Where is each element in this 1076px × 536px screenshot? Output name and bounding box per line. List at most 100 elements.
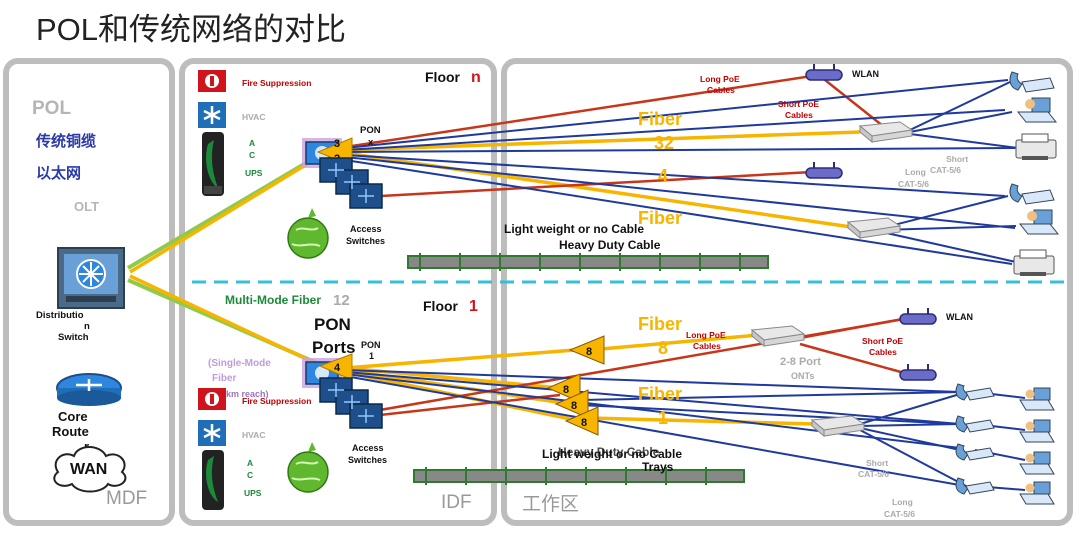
legend-pol: POL: [32, 98, 71, 119]
legend-ethernet: 以太网: [36, 164, 81, 182]
fire-suppression-icon-bottom: [198, 388, 226, 410]
ups-label-bottom: UPS: [244, 488, 262, 498]
desktop-pc-icon: [1018, 209, 1060, 235]
floor-n-links: [344, 74, 1019, 265]
hvac-label-bottom: HVAC: [242, 430, 265, 440]
floor-n-value: n: [471, 69, 481, 86]
long-poe-label-bottom-2: Cables: [693, 341, 721, 351]
fiber-value-4: 4: [658, 166, 668, 186]
end-devices-bottom: [955, 383, 1055, 505]
multimode-fiber-count: 12: [333, 292, 350, 309]
light-cable-label-top: Light weight or no Cable: [504, 222, 644, 236]
short-poe-label-bottom-2: Cables: [869, 347, 897, 357]
single-mode-label-3: km reach): [226, 389, 269, 399]
floor-n-label: Floor: [425, 69, 461, 85]
cable-tray-lower: [413, 467, 745, 485]
wan-cloud-icon: [53, 446, 127, 493]
green-globe-icon-top: [287, 208, 329, 259]
access-switches-top-label-1: Access: [350, 224, 382, 234]
long-cat-label-bottom-1: Long: [892, 497, 913, 507]
ip-phone-icon: [955, 383, 995, 401]
ups-label-top: UPS: [245, 168, 263, 178]
fiber-value-1: 1: [658, 408, 668, 428]
long-poe-label-top-2: Cables: [707, 85, 735, 95]
core-router-icon: [56, 373, 122, 406]
short-cat-label-top-1: Short: [946, 154, 968, 164]
hvac-label-top: HVAC: [242, 112, 265, 122]
floor-1-links: [344, 316, 1026, 491]
green-globe-icon-bottom: [287, 442, 329, 493]
dist-switch-label-1: Distributio: [36, 310, 84, 321]
ont-device-top-1: [858, 121, 914, 144]
heavy-cable-label-bottom: Heavy Duty Cable: [558, 445, 660, 459]
zone-label-mdf: MDF: [106, 488, 147, 509]
ups-icon-bottom: [202, 450, 224, 510]
fire-suppression-label-bottom: Fire Suppression: [242, 396, 311, 406]
fiber-value-32: 32: [654, 133, 674, 153]
splitter-label-3: 8: [571, 400, 577, 412]
hvac-icon-top: [198, 102, 226, 128]
desktop-pc-icon: [1019, 387, 1055, 411]
wlan-label-top: WLAN: [852, 69, 879, 79]
pon-1-label-1: PON: [361, 340, 381, 350]
distribution-switch-icon: [57, 247, 125, 309]
wan-label: WAN: [70, 461, 107, 478]
splitter-icons: [546, 335, 605, 436]
desktop-pc-icon: [1019, 481, 1055, 505]
desktop-pc-icon: [1019, 451, 1055, 475]
ont-device-top-2: [846, 217, 902, 240]
wlan-ap-icon-bottom-1: [899, 308, 937, 325]
pon-ports-label-2: Ports: [312, 338, 355, 357]
wlan-ap-icon-bottom-2: [899, 364, 937, 381]
fire-suppression-icon-top: [198, 70, 226, 92]
access-switches-top-icon: [319, 157, 383, 209]
port-3-label: 3: [334, 138, 340, 150]
floor-1-value: 1: [469, 298, 478, 315]
desktop-pc-icon: [1019, 419, 1055, 443]
wlan-label-bottom: WLAN: [946, 312, 973, 322]
short-cat-label-bottom-1: Short: [866, 458, 888, 468]
long-cat-label-bottom-2: CAT-5/6: [884, 509, 915, 519]
fiber-value-8: 8: [658, 338, 668, 358]
legend-olt: OLT: [74, 199, 99, 214]
fiber-label-8: Fiber: [638, 314, 682, 334]
access-switches-bottom-label-2: Switches: [348, 455, 387, 465]
ip-phone-icon: [1009, 71, 1055, 93]
page-title: POL和传统网络的对比: [36, 12, 346, 47]
short-poe-label-top-2: Cables: [785, 110, 813, 120]
short-poe-label-bottom-1: Short PoE: [862, 336, 903, 346]
dist-switch-label-3: Switch: [58, 332, 89, 343]
wlan-ap-icon-top: [805, 64, 843, 81]
single-mode-label-1: (Single-Mode: [208, 358, 271, 369]
heavy-cable-label-top: Heavy Duty Cable: [559, 238, 661, 252]
fire-suppression-label-top: Fire Suppression: [242, 78, 311, 88]
ports-2-8-label: 2-8 Port: [780, 356, 821, 368]
pon-ports-label-1: PON: [314, 315, 351, 334]
dist-switch-label-2: n: [84, 321, 90, 332]
floor-1-label: Floor: [423, 298, 459, 314]
single-mode-label-2: Fiber: [212, 373, 237, 384]
long-poe-label-bottom-1: Long PoE: [686, 330, 726, 340]
fiber-label-4: Fiber: [638, 208, 682, 228]
short-poe-label-top-1: Short PoE: [778, 99, 819, 109]
onts-label: ONTs: [791, 371, 814, 381]
multimode-fiber-label: Multi-Mode Fiber: [225, 293, 321, 307]
fiber-uplinks: [129, 148, 331, 372]
access-switches-bottom-label-1: Access: [352, 443, 384, 453]
light-cable-label-bottom: Light weight or no Cable: [542, 447, 682, 461]
ip-phone-icon: [955, 415, 995, 433]
idf-panel: [179, 58, 497, 526]
pon-1-label-2: 1: [369, 351, 374, 361]
access-switches-top-label-2: Switches: [346, 236, 385, 246]
splitter-label-4: 8: [581, 417, 587, 429]
end-devices-top: [1009, 71, 1060, 276]
zone-label-work: 工作区: [522, 493, 579, 515]
ac2-label-top: C: [249, 150, 255, 160]
ip-phone-icon: [955, 477, 995, 495]
fiber-label-32: Fiber: [638, 109, 682, 129]
long-cat-label-top-1: Long: [905, 167, 926, 177]
ont-device-bottom-1: [750, 325, 806, 348]
zone-label-idf: IDF: [441, 492, 472, 513]
wlan-ap-icon-mid: [805, 162, 843, 179]
